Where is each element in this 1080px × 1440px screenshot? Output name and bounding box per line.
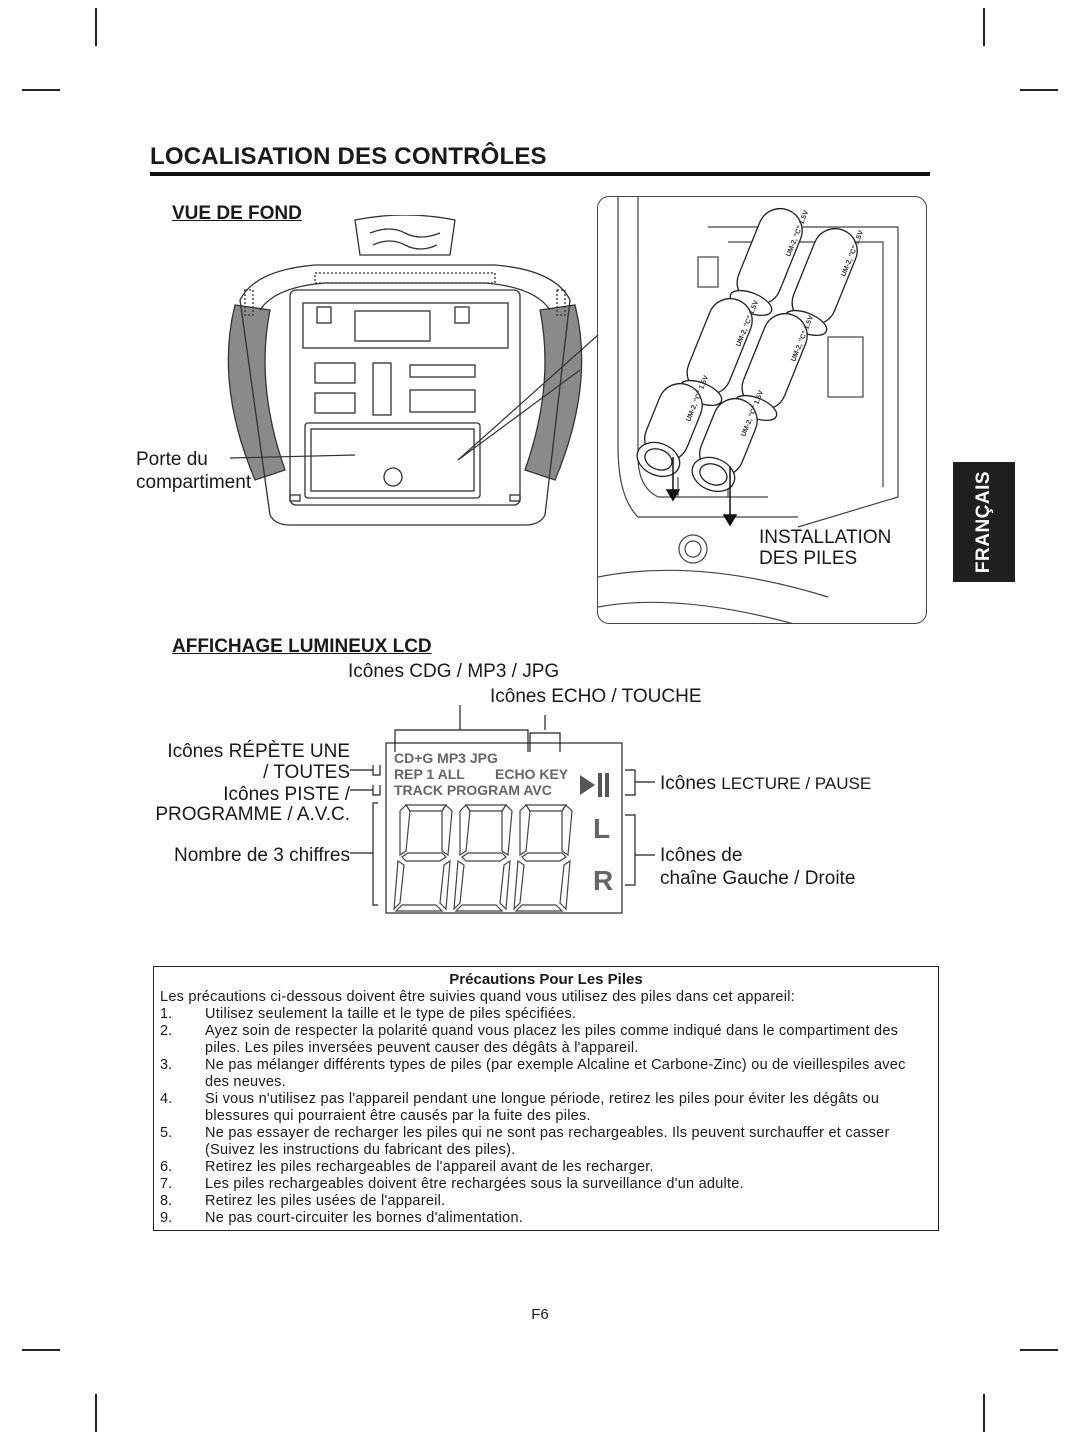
lcd-display-diagram: CD+G MP3 JPG REP 1 ALL ECHO KEY TRACK PR…: [350, 705, 655, 914]
precaution-item: 9. Ne pas court-circuiter les bornes d'al…: [160, 1210, 932, 1227]
play-pause-icon: [580, 773, 609, 797]
page-number: F6: [531, 1306, 549, 1323]
precaution-item: 7. Les piles rechargeables doivent être r…: [160, 1176, 932, 1193]
precaution-number: 7.: [160, 1176, 173, 1192]
lcd-screen-frame: [385, 742, 623, 914]
precaution-item: 8. Retirez les piles usées de l'appareil.: [160, 1193, 932, 1210]
precaution-number: 6.: [160, 1159, 173, 1175]
precaution-item: 5. Ne pas essayer de recharger les piles …: [160, 1125, 932, 1159]
precaution-text: Ayez soin de respecter la polarité quand…: [205, 1023, 899, 1056]
precaution-number: 2.: [160, 1023, 173, 1039]
precaution-text: Retirez les piles rechargeables de l'app…: [205, 1159, 654, 1175]
door-label-line2: compartiment: [136, 472, 252, 493]
label-play-pause: Icônes LECTURE / PAUSE: [660, 772, 871, 795]
install-label-line1: INSTALLATION: [759, 527, 892, 548]
crop-mark: [1020, 89, 1058, 91]
crop-mark: [983, 8, 985, 46]
label-track-line1: Icônes PISTE /: [223, 784, 350, 805]
crop-mark: [1020, 1349, 1058, 1351]
lcd-heading: AFFICHAGE LUMINEUX LCD: [172, 636, 432, 657]
precaution-number: 4.: [160, 1091, 173, 1107]
precaution-text: Utilisez seulement la taille et le type …: [205, 1006, 577, 1022]
precaution-text: Si vous n'utilisez pas l'appareil pendan…: [205, 1091, 880, 1124]
language-tab: FRANÇAIS: [953, 462, 1015, 582]
precaution-item: 1. Utilisez seulement la taille et le typ…: [160, 1006, 932, 1023]
title-underline: [150, 172, 930, 176]
screen-row-echo: ECHO KEY: [495, 766, 569, 782]
precautions-list: 1. Utilisez seulement la taille et le typ…: [160, 1006, 932, 1227]
seven-segment-digits: [393, 804, 573, 912]
precaution-number: 5.: [160, 1125, 173, 1141]
unit-bottom-illustration: [227, 215, 583, 526]
precaution-item: 3. Ne pas mélanger différents types de pi…: [160, 1057, 932, 1091]
install-label-line2: DES PILES: [759, 548, 858, 569]
screen-right-channel: R: [593, 865, 613, 896]
precaution-text: Retirez les piles usées de l'appareil.: [205, 1193, 446, 1209]
crop-mark: [95, 1394, 97, 1432]
label-cdg-icons: Icônes CDG / MP3 / JPG: [348, 661, 560, 682]
precaution-text: Ne pas essayer de recharger les piles qu…: [205, 1125, 890, 1158]
precaution-number: 9.: [160, 1210, 173, 1226]
precautions-intro: Les précautions ci-dessous doivent être …: [160, 989, 795, 1005]
label-play-prefix: Icônes: [660, 773, 722, 794]
language-tab-label: FRANÇAIS: [973, 470, 995, 574]
precaution-number: 3.: [160, 1057, 173, 1073]
precaution-number: 8.: [160, 1193, 173, 1209]
precaution-item: 6. Retirez les piles rechargeables de l'a…: [160, 1159, 932, 1176]
label-digit-count: Nombre de 3 chiffres: [173, 845, 350, 866]
crop-mark: [983, 1394, 985, 1432]
label-channel-line2: chaîne Gauche / Droite: [660, 868, 856, 889]
crop-mark: [95, 8, 97, 46]
screen-row-cdg: CD+G MP3 JPG: [394, 750, 498, 766]
page-title: LOCALISATION DES CONTRÔLES: [150, 143, 547, 170]
precaution-item: 2. Ayez soin de respecter la polarité qua…: [160, 1023, 932, 1057]
crop-mark: [22, 89, 60, 91]
precaution-item: 4. Si vous n'utilisez pas l'appareil pend…: [160, 1091, 932, 1125]
battery-precautions-box: Précautions Pour Les Piles Les précautio…: [153, 966, 939, 1231]
label-repeat-line2: / TOUTES: [263, 762, 350, 783]
label-track-line2: PROGRAMME / A.V.C.: [155, 804, 350, 825]
label-play-suffix: LECTURE / PAUSE: [721, 774, 872, 793]
precautions-title: Précautions Pour Les Piles: [449, 971, 643, 988]
label-repeat-line1: Icônes RÉPÈTE UNE: [167, 741, 350, 762]
screen-row-track: TRACK PROGRAM AVC: [394, 782, 552, 798]
screen-left-channel: L: [593, 813, 610, 844]
label-echo-icons: Icônes ECHO / TOUCHE: [490, 686, 702, 707]
screen-row-repeat: REP 1 ALL: [394, 766, 465, 782]
precaution-number: 1.: [160, 1006, 173, 1022]
precaution-text: Ne pas mélanger différents types de pile…: [205, 1057, 906, 1090]
precaution-text: Les piles rechargeables doivent être rec…: [205, 1176, 744, 1192]
precaution-text: Ne pas court-circuiter les bornes d'alim…: [205, 1210, 524, 1226]
bottom-view-heading: VUE DE FOND: [172, 203, 302, 224]
callout-lines: [229, 334, 599, 461]
label-channel-line1: Icônes de: [660, 845, 743, 866]
door-label-line1: Porte du: [136, 449, 208, 470]
crop-mark: [22, 1349, 60, 1351]
